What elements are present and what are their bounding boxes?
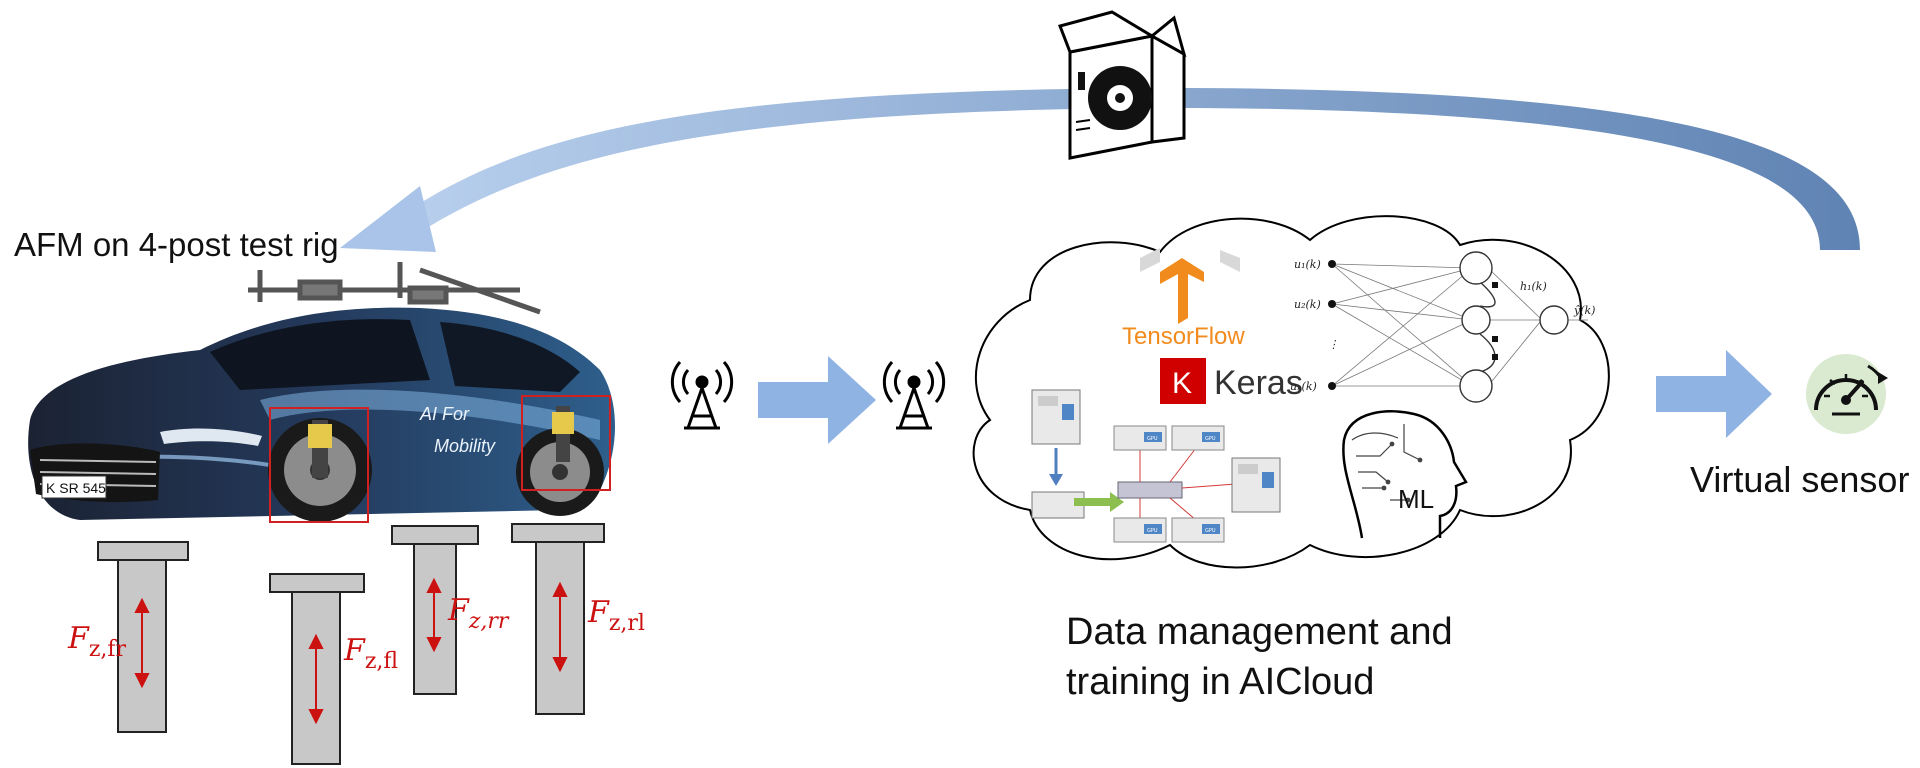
license-plate bbox=[41, 475, 107, 499]
cloud-caption-line1: Data management and bbox=[1066, 611, 1453, 653]
post-rr-top bbox=[391, 525, 479, 545]
gpu-label-2: GPU bbox=[1205, 436, 1216, 442]
rear-wheel bbox=[516, 428, 604, 516]
ml-label: ML bbox=[1398, 484, 1434, 514]
keras-label: Keras bbox=[1214, 364, 1303, 402]
gpu-label-3: GPU bbox=[1147, 528, 1158, 534]
nn-output-label: ŷ(k) bbox=[1573, 304, 1595, 317]
decal-line2: Mobility bbox=[434, 436, 496, 456]
rig-title: AFM on 4-post test rig bbox=[14, 226, 339, 263]
keras-letter: K bbox=[1172, 367, 1192, 400]
car-image: K SR 545 AI For Mobility bbox=[28, 262, 615, 523]
force-arrows bbox=[134, 577, 568, 725]
post-rl-top bbox=[511, 523, 605, 543]
cloud-caption-line2: training in AICloud bbox=[1066, 661, 1374, 703]
feedback-arc-arrow bbox=[340, 88, 1860, 252]
nn-input-dots: ⋮ bbox=[1328, 338, 1339, 351]
post-fl-top bbox=[269, 573, 365, 593]
nn-input-1: u₁(k) bbox=[1294, 258, 1321, 271]
speedometer-icon bbox=[1806, 354, 1888, 434]
front-suspension-highlight bbox=[269, 407, 369, 523]
gpu-label-1: GPU bbox=[1147, 436, 1158, 442]
force-label-fl: Fz,fl bbox=[343, 633, 398, 674]
antenna-icon-receive bbox=[882, 361, 946, 430]
server-cluster: GPU GPU GPU GPU bbox=[1031, 389, 1281, 543]
neural-network-diagram: u₁(k) u₂(k) ⋮ uₙ(k) h₁(k) ŷ(k) bbox=[1290, 251, 1595, 403]
force-label-rl: Fz,rl bbox=[587, 595, 645, 636]
server-icon-right bbox=[1231, 457, 1281, 513]
gpu-label-4: GPU bbox=[1205, 528, 1216, 534]
rear-suspension-highlight bbox=[521, 395, 611, 491]
keras-logo: K Keras bbox=[1160, 358, 1303, 404]
decal-line1: AI For bbox=[419, 404, 470, 424]
front-damper bbox=[308, 420, 332, 478]
output-arrow bbox=[1656, 350, 1772, 438]
virtual-sensor-label: Virtual sensor bbox=[1690, 459, 1909, 500]
tensorflow-label: TensorFlow bbox=[1122, 323, 1245, 350]
nn-input-2: u₂(k) bbox=[1294, 298, 1321, 311]
post-fr-top bbox=[97, 541, 189, 561]
force-label-fr: Fz,fr bbox=[67, 621, 127, 662]
transmit-arrow bbox=[758, 356, 876, 444]
antenna-icon-transmit bbox=[670, 361, 734, 430]
cloud-outline bbox=[972, 215, 1610, 569]
server-icon bbox=[1031, 389, 1081, 445]
software-box-icon bbox=[1058, 10, 1187, 160]
nn-input-n: uₙ(k) bbox=[1290, 380, 1317, 393]
nn-hidden-label: h₁(k) bbox=[1520, 280, 1547, 293]
green-arrow bbox=[1074, 492, 1124, 512]
test-rig-posts bbox=[97, 523, 605, 765]
brain-icon: ML bbox=[1342, 410, 1468, 539]
network-switch bbox=[1117, 481, 1183, 499]
license-plate-text: K SR 545 bbox=[46, 480, 106, 496]
force-label-rr: Fz,rr bbox=[447, 593, 510, 634]
tensorflow-logo: TensorFlow bbox=[1122, 248, 1245, 350]
rear-damper bbox=[552, 406, 574, 462]
